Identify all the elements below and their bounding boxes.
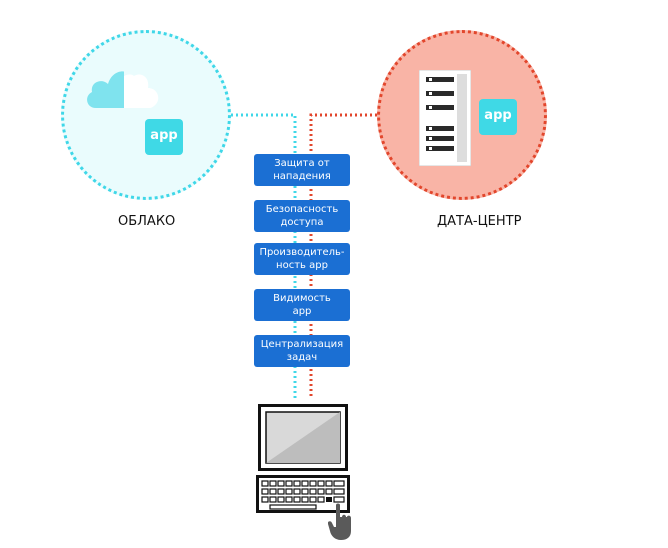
datacenter-app-badge: app [479, 99, 517, 135]
keyboard-icon [256, 475, 350, 513]
feature-task-centralization: Централизация задач [254, 335, 350, 367]
feature-attack-protection: Защита от нападения [254, 154, 350, 186]
feature-app-visibility: Видимость app [254, 289, 350, 321]
cloud-label: ОБЛАКО [118, 214, 176, 229]
cloud-app-badge: app [145, 119, 183, 155]
cloud-connector-line [231, 113, 297, 398]
server-rack-icon [419, 70, 471, 166]
cloud-circle [61, 30, 231, 200]
computer-monitor-icon [258, 404, 348, 471]
datacenter-label: ДАТА-ЦЕНТР [437, 214, 522, 229]
cloud-icon [87, 66, 162, 110]
feature-app-performance: Производитель- ность app [254, 243, 350, 275]
feature-access-security: Безопасность доступа [254, 200, 350, 232]
hand-pointer-icon [328, 503, 351, 540]
datacenter-connector-line [309, 113, 377, 398]
